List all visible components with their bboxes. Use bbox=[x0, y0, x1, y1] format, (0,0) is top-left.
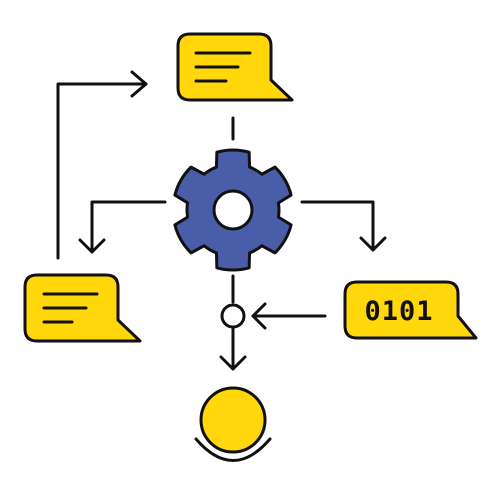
binary-text: 0101 bbox=[364, 296, 433, 327]
binary-message-bubble: 0101 bbox=[343, 280, 478, 340]
binary-to-junction-arrow bbox=[251, 302, 327, 330]
gear-to-binary-arrow bbox=[300, 200, 387, 252]
junction-node-icon bbox=[220, 303, 246, 329]
top-message-bubble bbox=[176, 32, 294, 102]
coin-output-icon bbox=[194, 386, 272, 462]
left-message-bubble bbox=[23, 273, 142, 343]
message-lines-icon bbox=[42, 292, 99, 324]
loop-arrow bbox=[56, 70, 148, 260]
gear-icon bbox=[173, 148, 293, 272]
gear-to-left-arrow bbox=[78, 200, 167, 254]
junction-to-output-arrow bbox=[219, 326, 247, 371]
message-lines-icon bbox=[194, 51, 252, 83]
